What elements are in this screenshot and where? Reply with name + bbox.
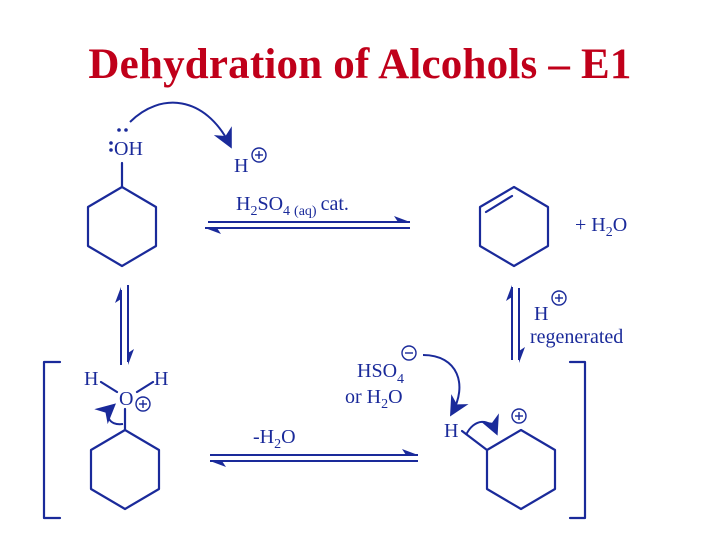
o-h-bond-left	[99, 380, 119, 394]
slide-title: Dehydration of Alcohols – E1	[88, 41, 632, 88]
proton: H	[234, 147, 267, 177]
oxonium-o-label: O	[119, 388, 133, 410]
carbocation-h-label: H	[444, 420, 458, 442]
base-label-group: HSO4 or H2O	[345, 345, 417, 412]
double-bond-line	[484, 194, 514, 214]
equilibrium-arrows-left	[115, 285, 134, 365]
oxonium-ion: H H O	[84, 368, 168, 511]
carbocation: H	[444, 408, 557, 511]
or-water-label: or H2O	[345, 386, 403, 412]
cyclohexyl-cation-ring	[485, 428, 557, 511]
proton-regenerated: H regenerated	[530, 290, 623, 348]
equilibrium-arrows-right	[506, 285, 525, 363]
lone-pair-dot	[109, 141, 113, 145]
curved-arrow-leaving	[94, 403, 124, 426]
minus-charge-circle	[401, 345, 417, 361]
curved-arrow-elimination	[465, 413, 499, 436]
cyclohexene-ring	[478, 185, 550, 268]
plus-charge-circle	[251, 147, 267, 163]
left-bracket	[42, 360, 62, 520]
plus-charge-circle	[135, 396, 151, 412]
reagent-label: H2SO4(aq)cat.	[236, 193, 349, 219]
cyclohexane-ring-bottom-left	[89, 428, 161, 511]
cyclohexanol: OH	[86, 128, 158, 268]
lone-pair-dot	[109, 148, 113, 152]
plus-charge-circle	[551, 290, 567, 306]
equilibrium-arrows-bottom	[210, 449, 418, 467]
curved-arrow-protonation	[129, 101, 232, 149]
right-bracket	[568, 360, 587, 520]
regenerated-label: regenerated	[530, 326, 623, 348]
plus-charge-circle	[511, 408, 527, 424]
cyclohexene	[478, 185, 550, 268]
hydroxyl-label: OH	[114, 138, 143, 160]
lone-pair-dot	[117, 128, 121, 132]
curved-arrow-deprotonation	[422, 354, 469, 417]
oxonium-h-right: H	[154, 368, 168, 390]
cyclohexane-ring-top-left	[86, 185, 158, 268]
equilibrium-arrows-top	[205, 216, 410, 234]
regen-h-label: H	[534, 303, 548, 325]
proton-h-label: H	[234, 155, 248, 177]
plus-water-label: + H2O	[575, 214, 627, 240]
minus-water-label: -H2O	[253, 426, 296, 452]
hso4-label: HSO4	[357, 360, 404, 387]
o-h-bond-right	[135, 380, 155, 394]
lone-pair-dot	[124, 128, 128, 132]
oxonium-h-left: H	[84, 368, 98, 390]
